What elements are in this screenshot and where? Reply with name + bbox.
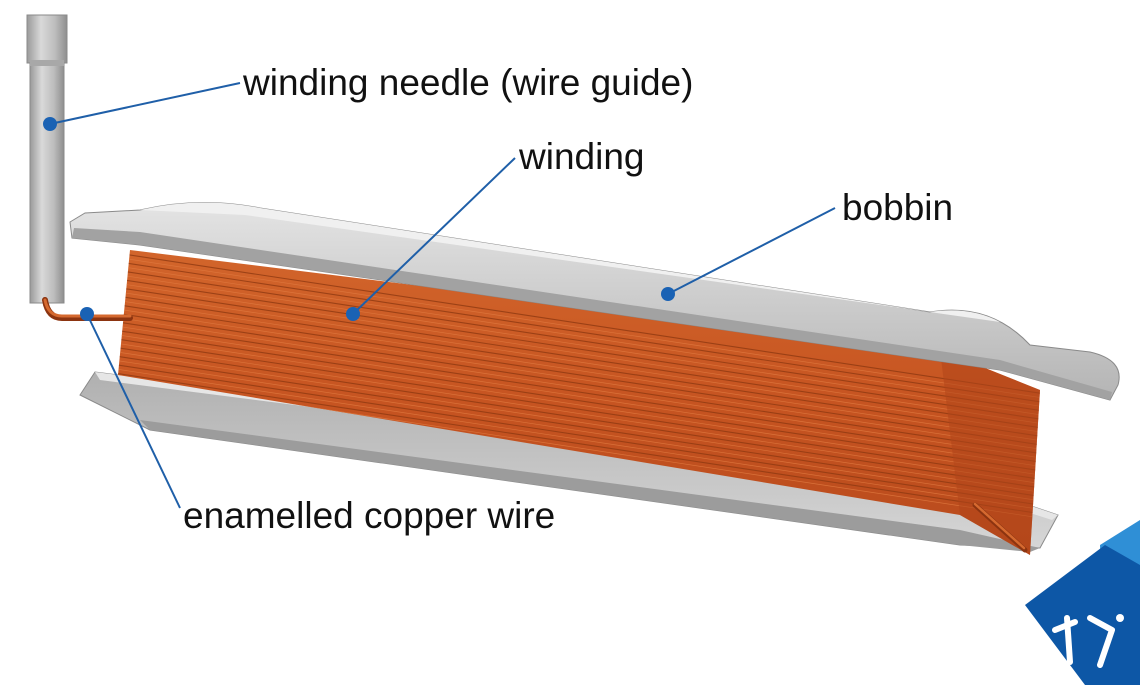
wire-turn xyxy=(118,333,1040,477)
ti-logo-icon xyxy=(1025,520,1140,685)
callout-needle-line xyxy=(49,82,241,125)
callout-needle-dot xyxy=(43,117,57,131)
wire-turn xyxy=(118,273,1040,416)
wire-turn xyxy=(118,311,1040,455)
callout-lines xyxy=(49,82,836,509)
wire-turn xyxy=(118,294,1040,438)
wire-turn xyxy=(118,281,1040,425)
winding-body xyxy=(118,250,1040,555)
callout-bobbin-dot xyxy=(661,287,675,301)
wire-turn xyxy=(118,260,1040,404)
wire-turn xyxy=(118,341,1040,485)
wire-turn xyxy=(118,359,1040,502)
wire-turn xyxy=(118,285,1040,429)
wire-turn xyxy=(118,346,1040,490)
winding-needle xyxy=(26,14,68,304)
wire-turn xyxy=(118,303,1040,447)
callout-winding-line xyxy=(352,157,516,315)
wire-turn xyxy=(118,290,1040,434)
wire-turn xyxy=(118,268,1040,412)
callout-winding-dot xyxy=(346,307,360,321)
wire-turn xyxy=(118,324,1040,468)
callout-wire-dot xyxy=(80,307,94,321)
wire-turn xyxy=(118,363,1040,507)
wire-turn xyxy=(118,255,1040,399)
bobbin-top-flange xyxy=(69,202,1120,401)
callout-dots xyxy=(43,117,675,321)
wire-turn xyxy=(118,316,1040,459)
label-winding: winding xyxy=(518,136,644,177)
label-enamelled-copper-wire: enamelled copper wire xyxy=(183,495,555,536)
wire-turn xyxy=(118,307,1040,451)
wire-turn xyxy=(118,251,1040,395)
label-bobbin: bobbin xyxy=(842,187,953,228)
wire-turn xyxy=(118,371,1040,515)
wire-turn xyxy=(118,367,1040,511)
wire-turn xyxy=(118,350,1040,494)
label-winding-needle: winding needle (wire guide) xyxy=(242,62,693,103)
wire-turn xyxy=(118,264,1040,408)
wire-turn xyxy=(118,277,1040,421)
wire-turn xyxy=(118,337,1040,481)
wire-turn xyxy=(118,354,1040,498)
copper-wire-lead xyxy=(42,297,1028,553)
callout-wire-line xyxy=(86,313,181,509)
callout-bobbin-line xyxy=(667,207,836,295)
wire-turn xyxy=(118,328,1040,472)
wire-turn xyxy=(118,298,1040,442)
wire-turn xyxy=(118,320,1040,464)
